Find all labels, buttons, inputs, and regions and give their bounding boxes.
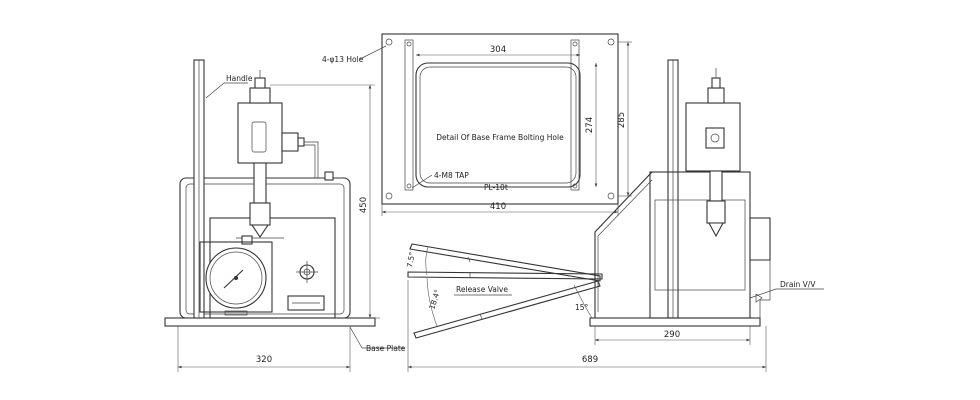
dim-plate-outer-width: 410 xyxy=(490,202,506,212)
cutout-outline xyxy=(415,62,581,188)
side-base-plate xyxy=(589,317,761,327)
angle-valve: 15° xyxy=(575,303,589,312)
overall-dimension: 689 xyxy=(407,280,767,372)
label-plate: PL-10t xyxy=(484,183,508,192)
bolting-detail: Detail Of Base Frame Bolting Hole 4-φ13 … xyxy=(322,33,632,216)
angle-upper: 7.5° xyxy=(405,251,417,268)
label-detail: Detail Of Base Frame Bolting Hole xyxy=(436,133,564,142)
handle-positions: 7.5° 18.4° 15° Release Valve xyxy=(405,243,603,339)
side-view: 290 Drain V/V xyxy=(589,59,824,345)
handle-upper xyxy=(409,243,601,282)
pressure-gauge xyxy=(199,241,273,313)
label-tap: 4-M8 TAP xyxy=(434,171,469,180)
handle-lower xyxy=(413,280,601,339)
front-cylinder xyxy=(237,102,283,164)
label-base-plate: Base Plate xyxy=(366,344,406,353)
dim-plate-outer-height: 285 xyxy=(617,112,627,128)
dim-side-base-width: 290 xyxy=(664,330,680,340)
dim-overall-length: 689 xyxy=(582,355,598,365)
label-release-valve: Release Valve xyxy=(456,285,508,294)
front-view: 320 450 Handle xyxy=(164,59,380,372)
handle-middle xyxy=(407,271,603,280)
dim-plate-inner-width: 304 xyxy=(490,45,506,55)
dim-front-width: 320 xyxy=(256,355,272,365)
front-base-plate xyxy=(164,317,376,327)
dim-plate-inner-height: 274 xyxy=(585,117,595,133)
label-handle: Handle xyxy=(226,74,253,83)
side-housing xyxy=(649,171,751,319)
label-holes: 4-φ13 Hole xyxy=(322,55,364,64)
angle-lower: 18.4° xyxy=(427,288,442,310)
side-valve-block xyxy=(594,171,653,318)
dim-front-height: 450 xyxy=(359,197,369,213)
base-plate-callout: Base Plate xyxy=(349,326,406,353)
label-drain: Drain V/V xyxy=(780,280,816,289)
base-plate-outline xyxy=(381,33,619,205)
